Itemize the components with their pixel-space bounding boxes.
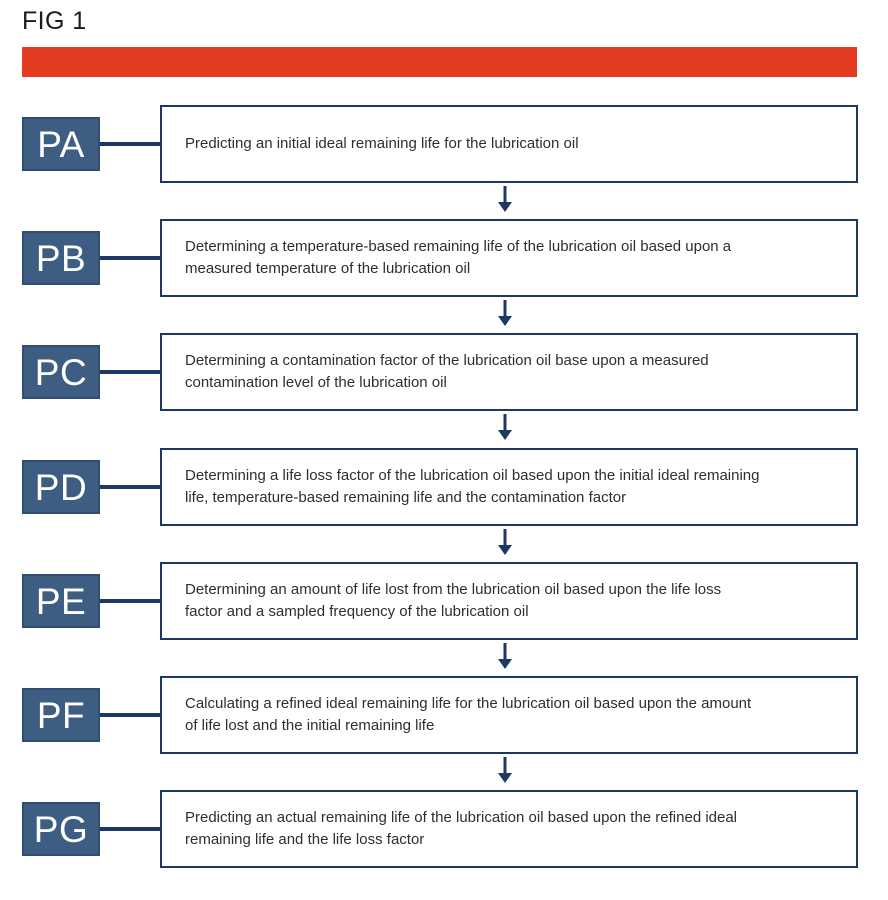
step-label-box-pd: PD — [22, 460, 100, 514]
step-label-box-pb: PB — [22, 231, 100, 285]
step-row-pb: PB Determining a temperature-based remai… — [0, 219, 888, 297]
step-text-box-pg: Predicting an actual remaining life of t… — [160, 790, 858, 868]
step-label: PF — [36, 694, 86, 736]
step-label-box-pc: PC — [22, 345, 100, 399]
step-text-box-pd: Determining a life loss factor of the lu… — [160, 448, 858, 526]
step-label: PC — [34, 351, 88, 393]
step-text: Determining a contamination factor of th… — [185, 351, 709, 392]
accent-bar — [22, 47, 857, 77]
step-row-pa: PA Predicting an initial ideal remaining… — [0, 105, 888, 183]
down-arrow-icon — [496, 757, 514, 783]
step-row-pf: PF Calculating a refined ideal remaining… — [0, 676, 888, 754]
step-text-box-pa: Predicting an initial ideal remaining li… — [160, 105, 858, 183]
step-label: PB — [35, 237, 87, 279]
down-arrow-icon — [496, 529, 514, 555]
connector-line — [100, 827, 160, 831]
step-label-box-pg: PG — [22, 802, 100, 856]
step-label: PA — [37, 123, 85, 165]
step-text: Predicting an initial ideal remaining li… — [185, 134, 579, 152]
down-arrow-icon — [496, 643, 514, 669]
step-text: Calculating a refined ideal remaining li… — [185, 694, 752, 735]
step-text-box-pe: Determining an amount of life lost from … — [160, 562, 858, 640]
connector-line — [100, 142, 160, 146]
step-row-pg: PG Predicting an actual remaining life o… — [0, 790, 888, 868]
step-label: PD — [34, 466, 88, 508]
down-arrow-icon — [496, 186, 514, 212]
step-text: Predicting an actual remaining life of t… — [185, 808, 738, 849]
figure-title: FIG 1 — [22, 7, 87, 35]
step-text: Determining an amount of life lost from … — [185, 580, 722, 621]
step-label: PE — [35, 580, 87, 622]
connector-line — [100, 485, 160, 489]
step-text-box-pf: Calculating a refined ideal remaining li… — [160, 676, 858, 754]
step-row-pc: PC Determining a contamination factor of… — [0, 333, 888, 411]
step-row-pe: PE Determining an amount of life lost fr… — [0, 562, 888, 640]
connector-line — [100, 256, 160, 260]
step-label-box-pf: PF — [22, 688, 100, 742]
step-label-box-pa: PA — [22, 117, 100, 171]
down-arrow-icon — [496, 300, 514, 326]
down-arrow-icon — [496, 414, 514, 440]
connector-line — [100, 370, 160, 374]
step-text-box-pb: Determining a temperature-based remainin… — [160, 219, 858, 297]
step-text-box-pc: Determining a contamination factor of th… — [160, 333, 858, 411]
step-row-pd: PD Determining a life loss factor of the… — [0, 448, 888, 526]
connector-line — [100, 713, 160, 717]
step-label: PG — [33, 808, 89, 850]
step-label-box-pe: PE — [22, 574, 100, 628]
connector-line — [100, 599, 160, 603]
step-text: Determining a life loss factor of the lu… — [185, 466, 760, 507]
step-text: Determining a temperature-based remainin… — [185, 237, 732, 278]
